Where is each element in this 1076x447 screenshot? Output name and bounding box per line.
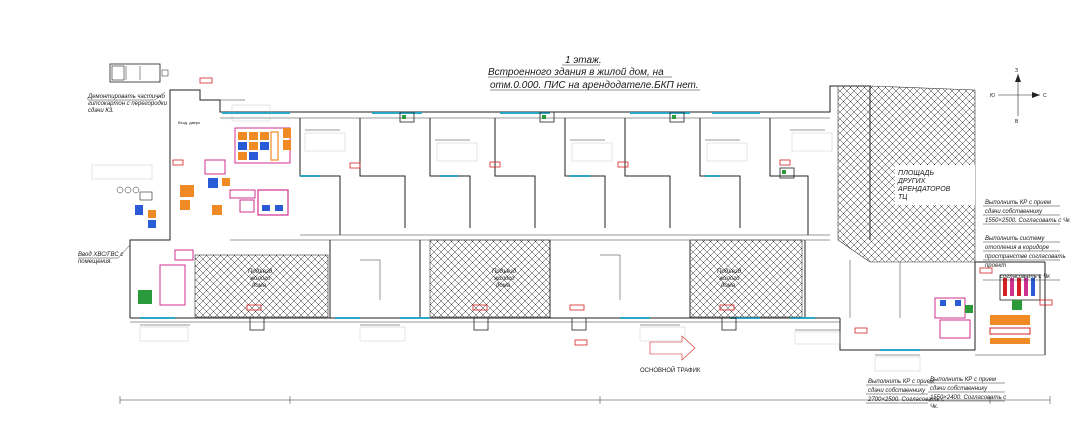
courtyard-1-label: Подъезд bbox=[248, 269, 273, 275]
left-note-mid-1: Ввод ХВС/ГВС с bbox=[78, 252, 123, 258]
courtyard-3: Подъезд жилого дома bbox=[689, 239, 803, 318]
courtyard-1: Подъезд жилого дома bbox=[194, 254, 329, 318]
courtyard-2: Подъезд жилого дома bbox=[429, 239, 551, 318]
compass-label-e: С bbox=[1043, 93, 1047, 99]
right-note-2-line-3: пространстве согласовать bbox=[985, 254, 1066, 260]
title-line-3: отм.0.000. ПИС на арендодателе.БКП нет. bbox=[490, 80, 699, 91]
other-tenants-label: ПЛОЩАДЬ bbox=[898, 170, 934, 177]
red-markers bbox=[172, 77, 1053, 346]
bottom-notes: Выполнить КР с прием сдачи собственнику … bbox=[866, 377, 1006, 410]
bottom-note-1-line-3: 1550×2400. Согласовать с bbox=[930, 395, 1006, 401]
left-note-top-1: Демонтировать частично bbox=[87, 94, 166, 100]
leader-lines bbox=[91, 99, 921, 372]
courtyard-3-label: Подъезд bbox=[717, 269, 742, 275]
compass-label-n: З bbox=[1015, 68, 1018, 74]
compass-label-s: В bbox=[1015, 119, 1019, 125]
courtyard-3-label-2: жилого bbox=[718, 276, 740, 282]
right-note-2-line-2: отопления в коридоре bbox=[985, 245, 1050, 251]
left-note-top-2: гипсокартон с перегородки bbox=[88, 101, 168, 107]
other-tenants-label-4: ТЦ bbox=[898, 194, 907, 201]
right-note-2-line-1: Выполнить систему bbox=[985, 236, 1045, 242]
bottom-note-1-line-4: Чк. bbox=[930, 404, 939, 410]
other-tenants-label-3: АРЕНДАТОРОВ bbox=[897, 186, 951, 193]
right-note-2-line-4: проект bbox=[985, 263, 1006, 269]
courtyard-3-label-3: дома bbox=[721, 283, 736, 289]
courtyard-1-label-3: дома bbox=[252, 283, 267, 289]
right-note-1-line-1: Выполнить КР с прием bbox=[985, 200, 1051, 206]
right-equipment bbox=[934, 274, 1041, 344]
left-note-top-3: сдачи К3. bbox=[88, 108, 114, 114]
title-line-2: Встроенного здания в жилой дом, на bbox=[488, 67, 664, 78]
bottom-note-1-line-1: Выполнить КР с прием bbox=[930, 377, 996, 383]
drawing-title: 1 этаж. Встроенного здания в жилой дом, … bbox=[488, 55, 700, 91]
right-note-1-line-2: сдачи собственнику bbox=[985, 209, 1043, 215]
courtyard-2-label-2: жилого bbox=[493, 276, 515, 282]
traffic-label: ОСНОВНОЙ ТРАФИК bbox=[640, 366, 701, 374]
bottom-note-2-line-1: Выполнить КР с прием bbox=[868, 379, 934, 385]
title-line-1: 1 этаж. bbox=[565, 55, 602, 66]
right-note-3: согласовать с Чк bbox=[1000, 274, 1051, 280]
right-note-1-line-3: 1550×2500. Согласовать с Чк bbox=[985, 218, 1071, 224]
compass-label-w: Ю bbox=[990, 93, 995, 99]
windows-top bbox=[222, 112, 760, 177]
left-note-mid-2: помещения. bbox=[78, 259, 112, 265]
truck-icon bbox=[109, 63, 169, 83]
bottom-note-2-line-2: сдачи собственнику bbox=[868, 388, 926, 394]
other-tenants-label-2: ДРУГИХ bbox=[897, 178, 926, 185]
compass-icon: З В Ю С bbox=[990, 68, 1047, 125]
windows-bottom bbox=[140, 317, 920, 351]
wall-fixtures bbox=[249, 111, 795, 331]
other-tenants-area: ПЛОЩАДЬ ДРУГИХ АРЕНДАТОРОВ ТЦ bbox=[837, 85, 976, 263]
courtyard-2-label-3: дома bbox=[496, 283, 511, 289]
bottom-note-1-line-2: сдачи собственнику bbox=[930, 386, 988, 392]
traffic-arrow: ОСНОВНОЙ ТРАФИК bbox=[640, 335, 701, 374]
kitchen-equipment bbox=[116, 127, 291, 306]
right-notes: Выполнить КР с прием сдачи собственнику … bbox=[983, 200, 1071, 281]
courtyard-2-label: Подъезд bbox=[492, 269, 517, 275]
left-notes: Демонтировать частично гипсокартон с пер… bbox=[78, 91, 200, 265]
courtyard-1-label-2: жилого bbox=[249, 276, 271, 282]
dimension-line bbox=[119, 396, 1051, 404]
room-left-label: Вход. дверь bbox=[178, 120, 200, 125]
